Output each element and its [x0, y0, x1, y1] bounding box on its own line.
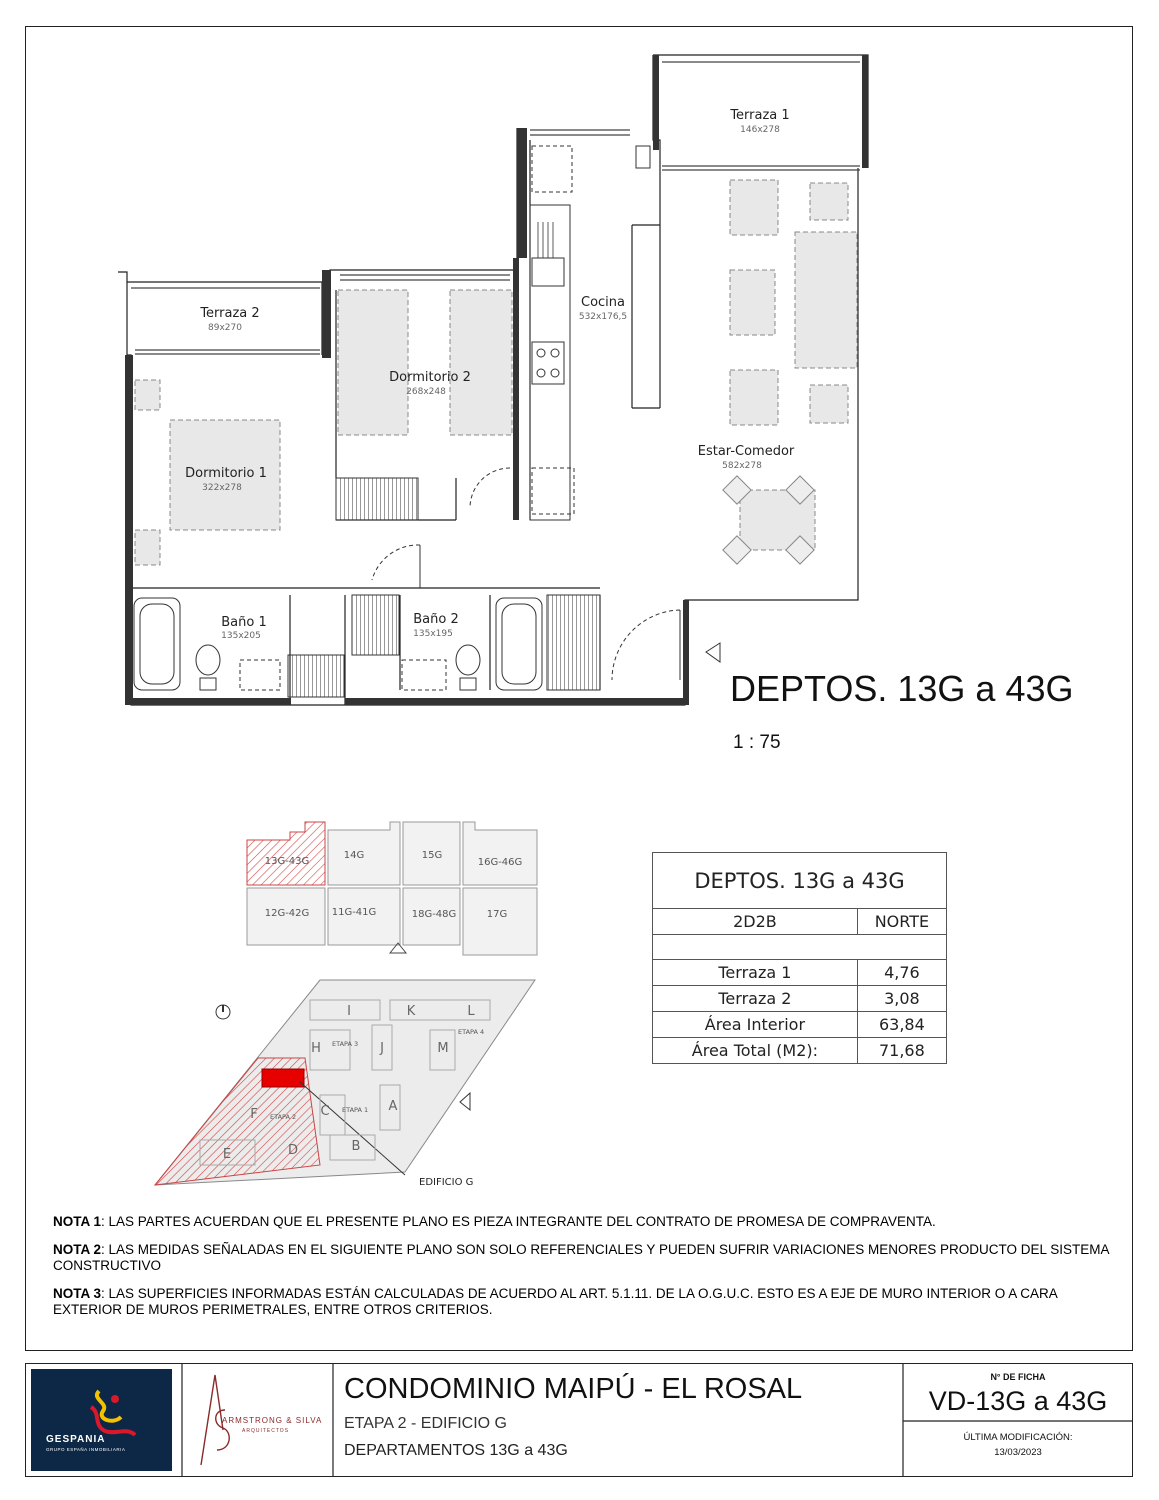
ficha-label: N° DE FICHA: [990, 1372, 1046, 1382]
room-dims: 89x270: [208, 323, 242, 333]
as-logo-icon: [200, 1374, 230, 1466]
site-letter: L: [467, 1004, 475, 1019]
stage-label: ETAPA 3: [332, 1040, 358, 1048]
site-letter: M: [437, 1041, 448, 1056]
site-letter: E: [223, 1147, 231, 1162]
room-name: Estar-Comedor: [698, 444, 795, 459]
gespania-name: GESPANIA: [46, 1434, 106, 1445]
room-name: Terraza 2: [199, 306, 259, 321]
room-dims: 582x278: [722, 461, 762, 471]
gespania-subtitle: GRUPO ESPAÑA INMOBILIARIA: [46, 1447, 126, 1452]
project-stage: ETAPA 2 - EDIFICIO G: [344, 1415, 507, 1432]
room-dims: 135x195: [413, 629, 453, 639]
title-block-frame: [25, 1363, 1133, 1477]
building-g-highlight: [261, 1068, 305, 1088]
modification-date: 13/03/2023: [994, 1447, 1042, 1458]
site-letter: D: [288, 1143, 298, 1158]
room-dims: 268x248: [406, 387, 446, 397]
stage-label: ETAPA 1: [342, 1106, 368, 1114]
site-letter: J: [379, 1041, 384, 1056]
edificio-label: EDIFICIO G: [419, 1177, 473, 1188]
room-name: Baño 1: [221, 615, 266, 630]
site-letter: F: [250, 1107, 257, 1122]
notes: NOTA 1: LAS PARTES ACUERDAN QUE EL PRESE…: [53, 1214, 1113, 1330]
modification-label: ÚLTIMA MODIFICACIÓN:: [963, 1432, 1073, 1443]
room-dims: 322x278: [202, 483, 242, 493]
plan-title: DEPTOS. 13G a 43G: [730, 668, 1074, 709]
note: NOTA 3: LAS SUPERFICIES INFORMADAS ESTÁN…: [53, 1286, 1058, 1317]
room-name: Dormitorio 2: [389, 370, 471, 385]
note: NOTA 2: LAS MEDIDAS SEÑALADAS EN EL SIGU…: [53, 1242, 1109, 1273]
note: NOTA 1: LAS PARTES ACUERDAN QUE EL PRESE…: [53, 1214, 936, 1229]
unit-label: 16G-46G: [478, 857, 523, 868]
stage-label: ETAPA 4: [458, 1028, 484, 1036]
site-letter: H: [311, 1041, 321, 1056]
project-units: DEPARTAMENTOS 13G a 43G: [344, 1442, 568, 1459]
stage-label: ETAPA 2: [270, 1113, 296, 1121]
gespania-mark-icon: [89, 1389, 137, 1437]
site-letter: I: [347, 1004, 351, 1019]
room-dims: 135x205: [221, 631, 261, 641]
room-dims: 532x176,5: [579, 312, 627, 322]
plan-scale: 1 : 75: [733, 732, 781, 753]
as-subtitle: ARQUITECTOS: [242, 1428, 290, 1434]
unit-label: 12G-42G: [265, 908, 310, 919]
project-title: CONDOMINIO MAIPÚ - EL ROSAL: [344, 1373, 803, 1405]
unit-label: 18G-48G: [412, 909, 457, 920]
room-name: Cocina: [581, 295, 625, 310]
room-name: Dormitorio 1: [185, 466, 267, 481]
room-name: Terraza 1: [729, 108, 789, 123]
unit-label: 15G: [422, 850, 442, 861]
ficha-number: VD-13G a 43G: [928, 1386, 1108, 1416]
floor-plan: Terraza 1 146x278 Terraza 2 89x270 Cocin…: [118, 54, 869, 706]
table-row: Área Total (M2):71,68: [652, 1037, 948, 1064]
drawing-frame: [25, 26, 1133, 1351]
orientation: NORTE: [856, 908, 948, 935]
unit-label: 14G: [344, 850, 364, 861]
table-title: DEPTOS. 13G a 43G: [652, 852, 947, 909]
as-name: ARMSTRONG & SILVA: [222, 1416, 323, 1425]
unit-label: 13G-43G: [265, 856, 310, 867]
gespania-logo: [31, 1369, 172, 1471]
unit-label: 17G: [487, 909, 507, 920]
room-dims: 146x278: [740, 125, 780, 135]
key-plan: 13G-43G 14G 15G 16G-46G 12G-42G 11G-41G …: [153, 821, 538, 1188]
site-letter: C: [320, 1104, 329, 1119]
site-letter: K: [407, 1004, 416, 1019]
unit-type: 2D2B: [652, 908, 858, 935]
unit-label: 11G-41G: [332, 907, 377, 918]
room-name: Baño 2: [413, 612, 458, 627]
site-letter: B: [352, 1139, 361, 1154]
site-letter: A: [389, 1099, 398, 1114]
